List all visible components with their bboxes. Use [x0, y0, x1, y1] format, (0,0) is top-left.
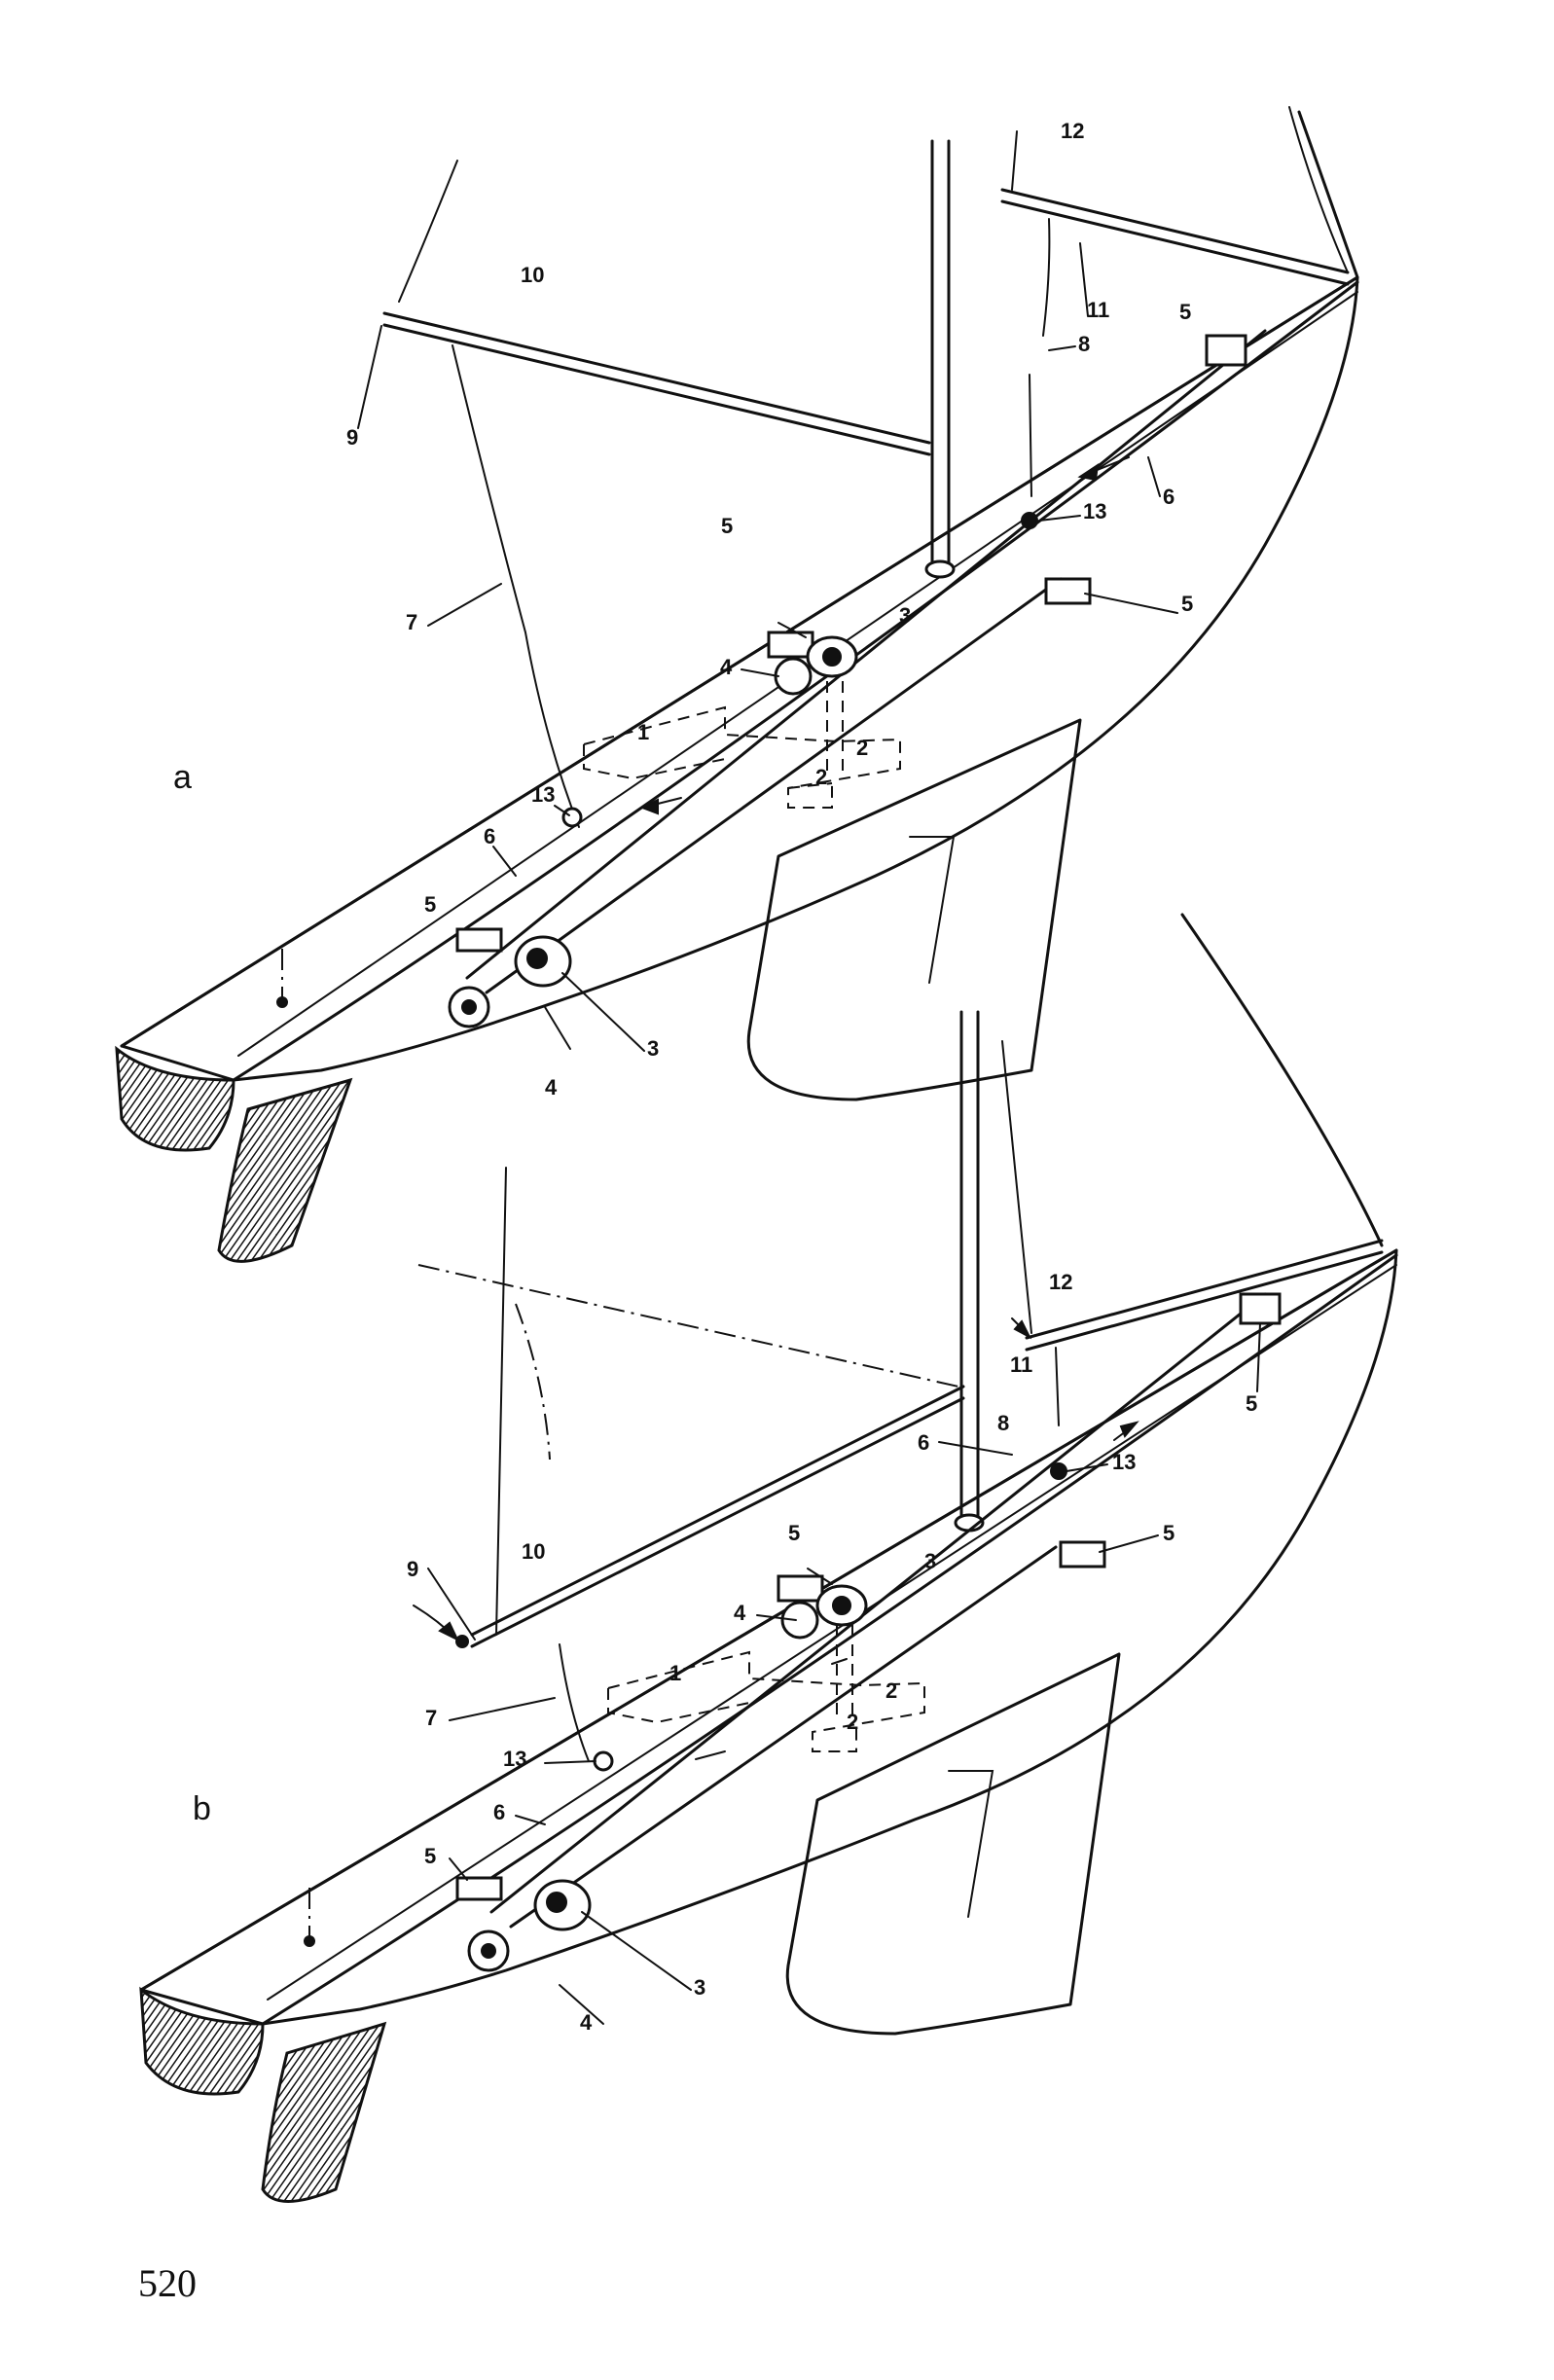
callout-a-5c: 5 [1181, 592, 1193, 616]
callout-a-7: 7 [406, 610, 417, 634]
panel-a-label: a [173, 759, 192, 796]
mast-b [959, 1010, 980, 1520]
transom-b [139, 1986, 265, 2096]
fittings-a [448, 334, 1247, 1028]
rudder-a [217, 1077, 353, 1263]
callout-a-8: 8 [1078, 332, 1090, 356]
callouts-panel-a: a 1 2 2 3 3 4 4 5 5 5 5 6 6 7 8 9 10 11 … [173, 119, 1193, 1100]
callout-b-5c: 5 [1163, 1521, 1175, 1545]
callout-b-5a: 5 [788, 1521, 800, 1545]
page-number: 520 [138, 2261, 197, 2305]
callout-a-13b: 13 [531, 782, 555, 807]
callout-a-2b: 2 [815, 765, 827, 789]
callout-b-5b: 5 [1246, 1391, 1257, 1416]
panel-b-drawing [139, 913, 1398, 2203]
hull-b [139, 1248, 1398, 2026]
callout-a-2a: 2 [856, 736, 868, 760]
callout-b-13b: 13 [503, 1747, 526, 1771]
callout-b-8: 8 [997, 1411, 1009, 1435]
callout-a-11: 11 [1087, 298, 1109, 322]
callout-a-4a: 4 [720, 655, 733, 679]
callout-a-10: 10 [521, 263, 544, 287]
callout-b-2a: 2 [885, 1678, 897, 1703]
callout-b-10: 10 [522, 1539, 545, 1564]
callout-b-7: 7 [425, 1706, 437, 1730]
rudder-b [261, 2021, 387, 2203]
boom-b-aft [470, 1385, 965, 1648]
callout-b-1: 1 [669, 1661, 681, 1685]
panel-a-drawing [115, 106, 1359, 1263]
hull-a [120, 275, 1359, 1082]
callout-b-3a: 3 [924, 1549, 936, 1573]
callout-b-6b: 6 [493, 1800, 505, 1824]
panel-b-label: b [193, 1790, 211, 1827]
callout-a-3a: 3 [899, 603, 911, 628]
boom-a-aft [382, 311, 931, 456]
callout-b-4a: 4 [734, 1601, 746, 1625]
keel-a [746, 718, 1082, 1101]
fittings-b [455, 1292, 1282, 1972]
callout-b-5d: 5 [424, 1844, 436, 1868]
callout-b-2b: 2 [847, 1710, 858, 1734]
callout-b-9: 9 [407, 1557, 418, 1581]
callout-a-5b: 5 [1179, 300, 1191, 324]
callout-b-3b: 3 [694, 1975, 705, 2000]
callout-a-5d: 5 [424, 892, 436, 917]
callout-b-13a: 13 [1112, 1450, 1136, 1474]
callout-a-6b: 6 [484, 824, 495, 848]
callout-a-5a: 5 [721, 514, 733, 538]
callout-b-12: 12 [1049, 1270, 1072, 1294]
callout-a-9: 9 [346, 425, 358, 450]
keel-b [785, 1652, 1121, 2036]
callout-a-3b: 3 [647, 1036, 659, 1061]
callout-a-13a: 13 [1083, 499, 1106, 523]
callout-a-1: 1 [637, 720, 649, 744]
boom-b-fore [1025, 1239, 1384, 1352]
boom-a-fore [1000, 188, 1350, 286]
callout-a-6a: 6 [1163, 485, 1175, 509]
callouts-panel-b: b 1 2 2 3 3 4 4 5 5 5 5 6 6 7 8 9 10 11 … [193, 1270, 1261, 2035]
mast-a [930, 139, 951, 566]
callout-b-4b: 4 [580, 2010, 593, 2035]
callout-b-11: 11 [1010, 1352, 1032, 1377]
callout-b-6a: 6 [918, 1430, 929, 1455]
callout-a-4b: 4 [545, 1075, 558, 1100]
callout-a-12: 12 [1061, 119, 1084, 143]
transom-a [115, 1045, 235, 1152]
